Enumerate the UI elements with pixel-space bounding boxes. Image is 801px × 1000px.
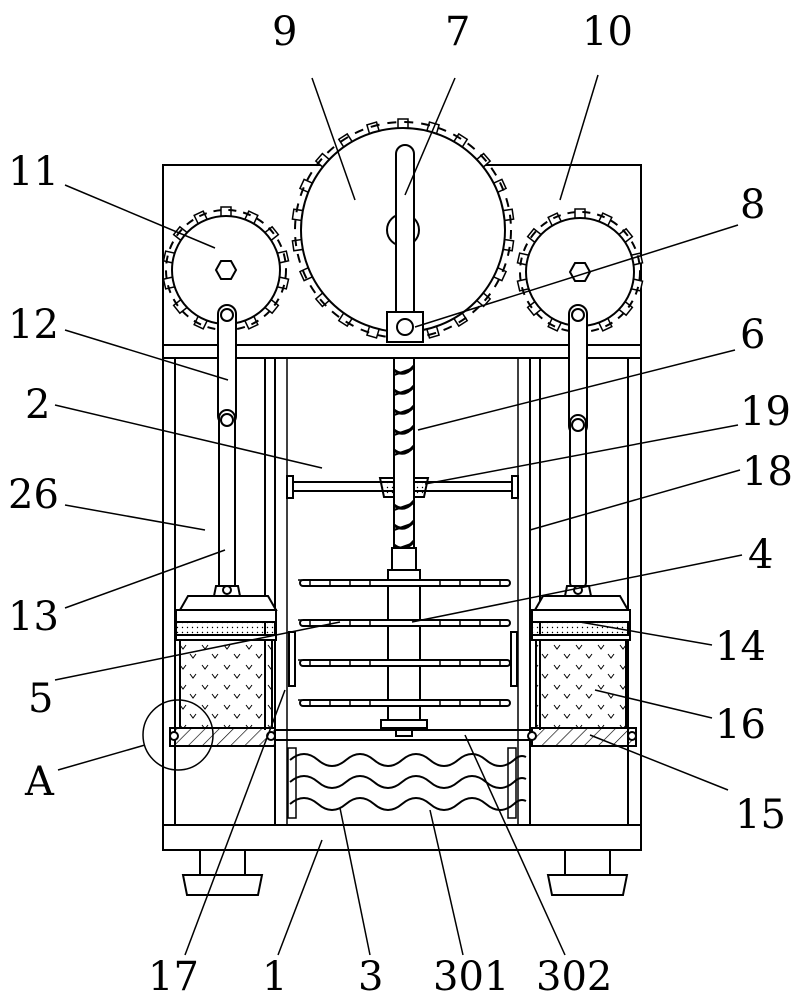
part-labels: 9 7 10 11 8 12 6 2 19 18 26 4 13 14 5 16… — [8, 9, 793, 1000]
left-linkage — [212, 304, 242, 597]
label-17: 17 — [148, 954, 199, 1000]
label-13: 13 — [8, 594, 59, 640]
screw-shaft — [393, 357, 416, 569]
right-filter-box — [527, 595, 637, 747]
label-6: 6 — [740, 312, 765, 358]
label-1: 1 — [262, 954, 287, 1000]
label-8: 8 — [740, 182, 765, 228]
label-15: 15 — [735, 792, 786, 838]
label-A: A — [24, 759, 55, 805]
foot-left — [181, 849, 264, 896]
label-12: 12 — [8, 302, 59, 348]
label-301: 301 — [433, 954, 509, 1000]
left-filter-box — [169, 595, 278, 747]
stirring-shaft — [380, 547, 428, 737]
label-11: 11 — [8, 149, 59, 195]
heating-coils — [287, 747, 527, 819]
label-10: 10 — [582, 9, 633, 55]
label-5: 5 — [28, 676, 53, 722]
detail-circle-a — [142, 699, 214, 771]
mixing-tank — [274, 357, 531, 826]
right-linkage — [563, 304, 593, 597]
label-7: 7 — [445, 9, 470, 55]
label-302: 302 — [536, 954, 612, 1000]
label-19: 19 — [740, 389, 791, 435]
label-26: 26 — [8, 472, 59, 518]
leader-lines — [54, 74, 743, 956]
label-2: 2 — [25, 382, 50, 428]
label-4: 4 — [748, 532, 773, 578]
label-9: 9 — [272, 9, 297, 55]
label-18: 18 — [742, 449, 793, 495]
stirring-blades — [298, 579, 511, 707]
crank-arm — [386, 144, 424, 343]
label-3: 3 — [358, 954, 383, 1000]
foot-right — [546, 849, 629, 896]
label-16: 16 — [715, 702, 766, 748]
label-14: 14 — [715, 624, 766, 670]
